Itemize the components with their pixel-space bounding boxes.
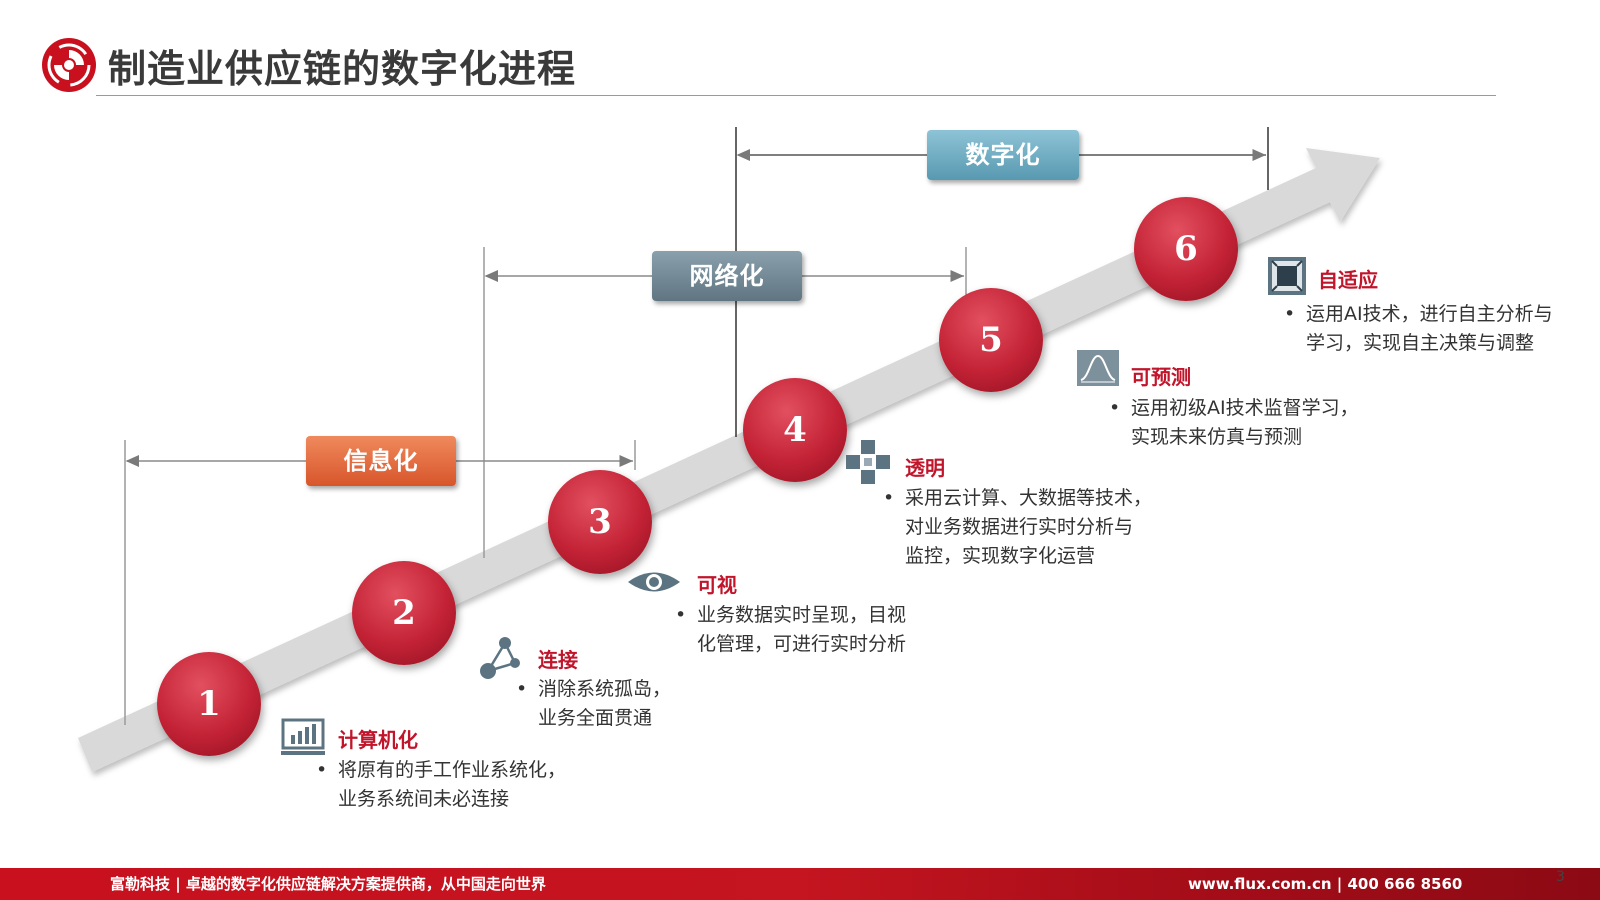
footer-tagline: 富勒科技 | 卓越的数字化供应链解决方案提供商，从中国走向世界 <box>110 875 546 893</box>
phase-label-network: 网络化 <box>652 251 802 301</box>
forecast-curve-icon <box>1077 350 1119 386</box>
stage-desc-line: 化管理，可进行实时分析 <box>697 633 907 655</box>
company-logo-icon <box>42 38 96 92</box>
stage-desc-4: • 采用云计算、大数据等技术， 对业务数据进行实时分析与 监控，实现数字化运营 <box>883 484 1153 571</box>
stage-title-5: 可预测 <box>1131 365 1191 389</box>
stage-desc-line: 实现未来仿真与预测 <box>1131 426 1303 448</box>
stage-desc-line: 采用云计算、大数据等技术， <box>905 487 1153 509</box>
stage-desc-line: 运用初级AI技术监督学习， <box>1131 397 1359 419</box>
stage-desc-line: 学习，实现自主决策与调整 <box>1306 332 1535 354</box>
title-divider <box>96 95 1496 96</box>
stage-title-1: 计算机化 <box>338 728 418 752</box>
chip-icon <box>1268 257 1306 295</box>
stage-desc-line: 将原有的手工作业系统化， <box>338 759 567 781</box>
stage-desc-2: • 消除系统孤岛， 业务全面贯通 <box>516 675 672 733</box>
page-number: 3 <box>1556 869 1565 885</box>
stage-desc-5: • 运用初级AI技术监督学习， 实现未来仿真与预测 <box>1109 394 1359 452</box>
phase-label-info: 信息化 <box>306 436 456 486</box>
stage-desc-line: 运用AI技术，进行自主分析与 <box>1306 303 1553 325</box>
stage-title-4: 透明 <box>905 456 945 480</box>
step-circle-4: 4 <box>743 378 847 482</box>
footer-bar: 富勒科技 | 卓越的数字化供应链解决方案提供商，从中国走向世界 www.flux… <box>0 868 1600 900</box>
step-circle-2: 2 <box>352 561 456 665</box>
page-title: 制造业供应链的数字化进程 <box>108 47 577 91</box>
stage-desc-line: 消除系统孤岛， <box>538 678 672 700</box>
network-nodes-icon <box>480 637 520 679</box>
stage-title-6: 自适应 <box>1318 268 1378 292</box>
step-circle-1: 1 <box>157 652 261 756</box>
phase-label-digital: 数字化 <box>927 130 1079 180</box>
stage-title-3: 可视 <box>697 573 737 597</box>
stage-desc-line: 业务数据实时呈现，目视 <box>697 604 907 626</box>
stage-desc-line: 对业务数据进行实时分析与 <box>905 516 1134 538</box>
stage-desc-line: 业务系统间未必连接 <box>338 788 510 810</box>
stage-desc-1: • 将原有的手工作业系统化， 业务系统间未必连接 <box>316 756 567 814</box>
stage-title-2: 连接 <box>538 648 578 672</box>
stage-desc-6: • 运用AI技术，进行自主分析与 学习，实现自主决策与调整 <box>1284 300 1553 358</box>
transparency-blocks-icon <box>846 440 890 484</box>
stage-desc-3: • 业务数据实时呈现，目视 化管理，可进行实时分析 <box>675 601 907 659</box>
step-circle-6: 6 <box>1134 197 1238 301</box>
eye-icon <box>628 572 680 592</box>
step-circle-5: 5 <box>939 288 1043 392</box>
stage-desc-line: 业务全面贯通 <box>538 707 653 729</box>
step-circle-3: 3 <box>548 470 652 574</box>
stage-desc-line: 监控，实现数字化运营 <box>905 545 1096 567</box>
footer-contact: www.flux.com.cn | 400 666 8560 <box>1188 875 1463 893</box>
monitor-chart-icon <box>281 718 325 755</box>
